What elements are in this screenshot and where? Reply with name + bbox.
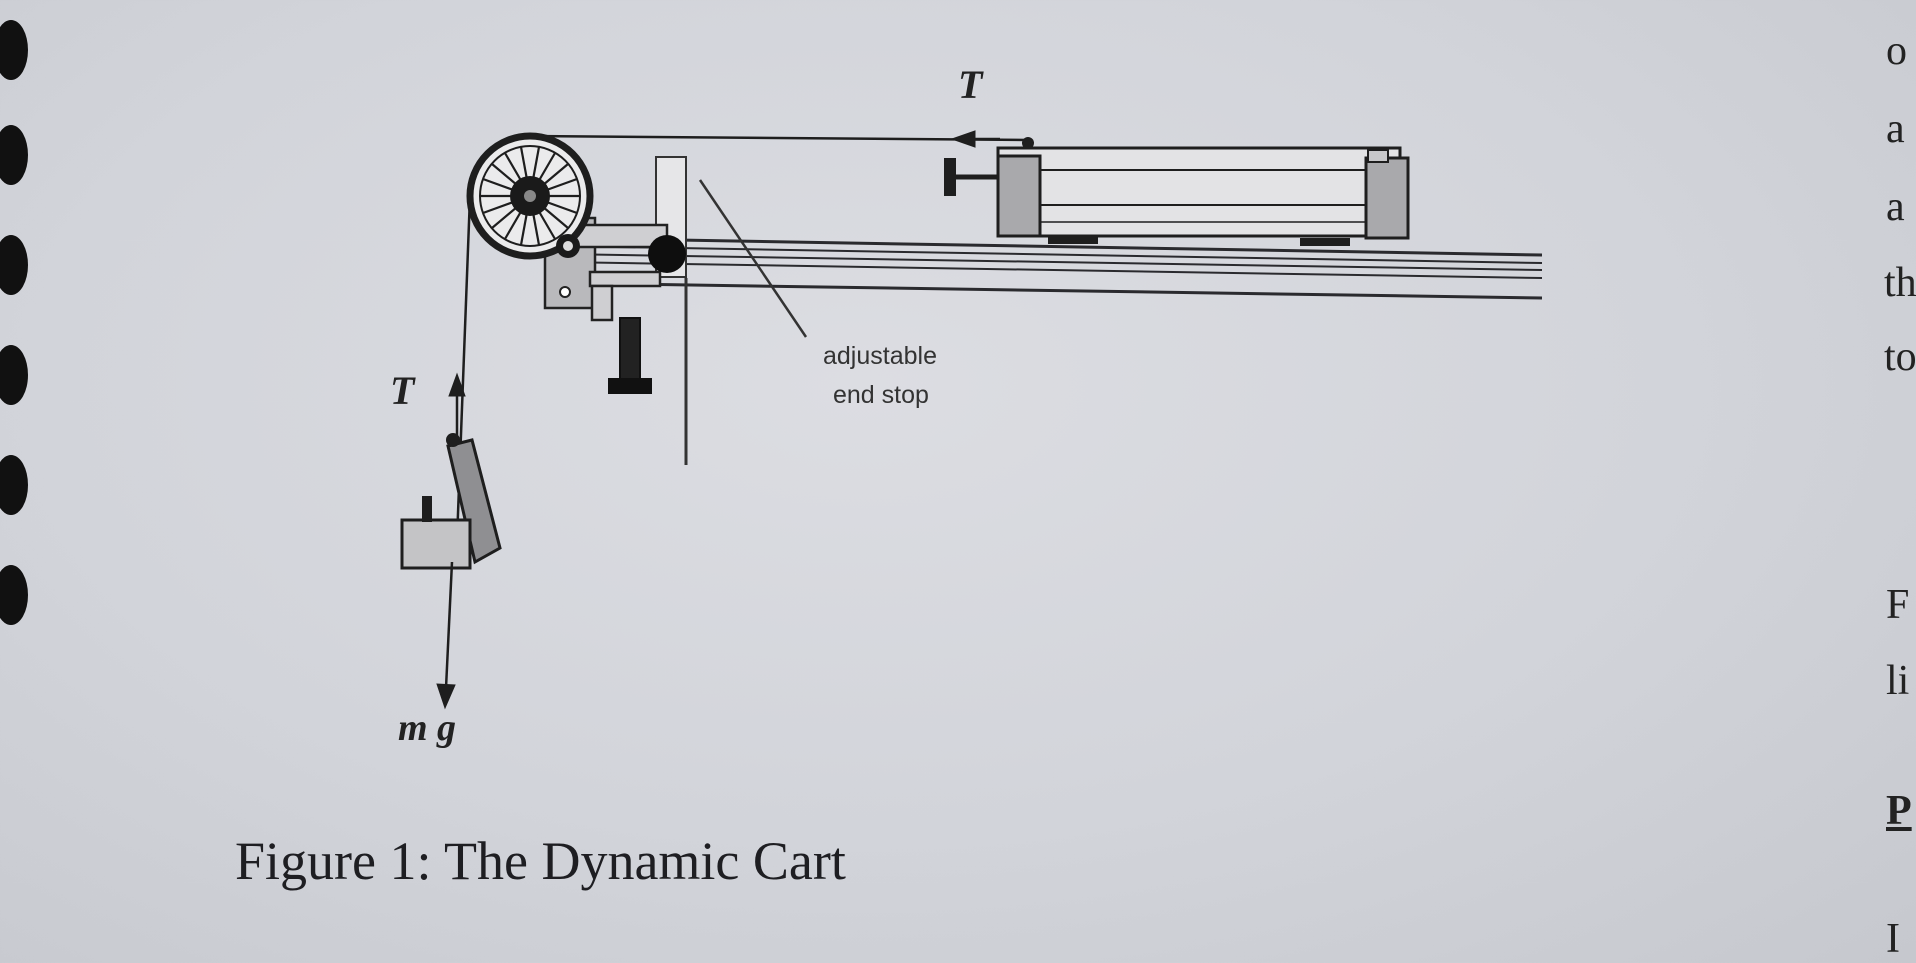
right-edge-text: a xyxy=(1886,106,1905,152)
track xyxy=(559,236,1543,300)
binding-hole xyxy=(0,20,28,80)
right-edge-text: I xyxy=(1886,916,1900,962)
right-edge-text: to xyxy=(1884,334,1916,380)
pulley xyxy=(466,132,594,260)
binding-hole xyxy=(0,345,28,405)
binding-hole xyxy=(0,235,28,295)
binding-hole xyxy=(0,565,28,625)
tension-label-left: T xyxy=(390,368,416,413)
binding-hole xyxy=(0,455,28,515)
right-edge-text: P xyxy=(1886,788,1912,834)
weight-label: m g xyxy=(398,707,456,749)
end-stop-label-line1: adjustable xyxy=(823,342,937,370)
right-edge-text: F xyxy=(1886,582,1910,628)
end-stop xyxy=(655,156,808,465)
dynamic-cart xyxy=(944,137,1410,246)
right-edge-text: li xyxy=(1886,658,1910,704)
right-edge-text: o xyxy=(1886,28,1907,74)
end-stop-label-line2: end stop xyxy=(833,381,929,409)
figure-caption: Figure 1: The Dynamic Cart xyxy=(235,831,846,891)
tension-label-top: T xyxy=(958,62,984,107)
force-arrows xyxy=(436,130,1000,710)
hanging-mass xyxy=(400,433,502,570)
binding-hole xyxy=(0,125,28,185)
right-edge-text: th xyxy=(1884,260,1916,306)
right-edge-text: a xyxy=(1886,184,1905,230)
